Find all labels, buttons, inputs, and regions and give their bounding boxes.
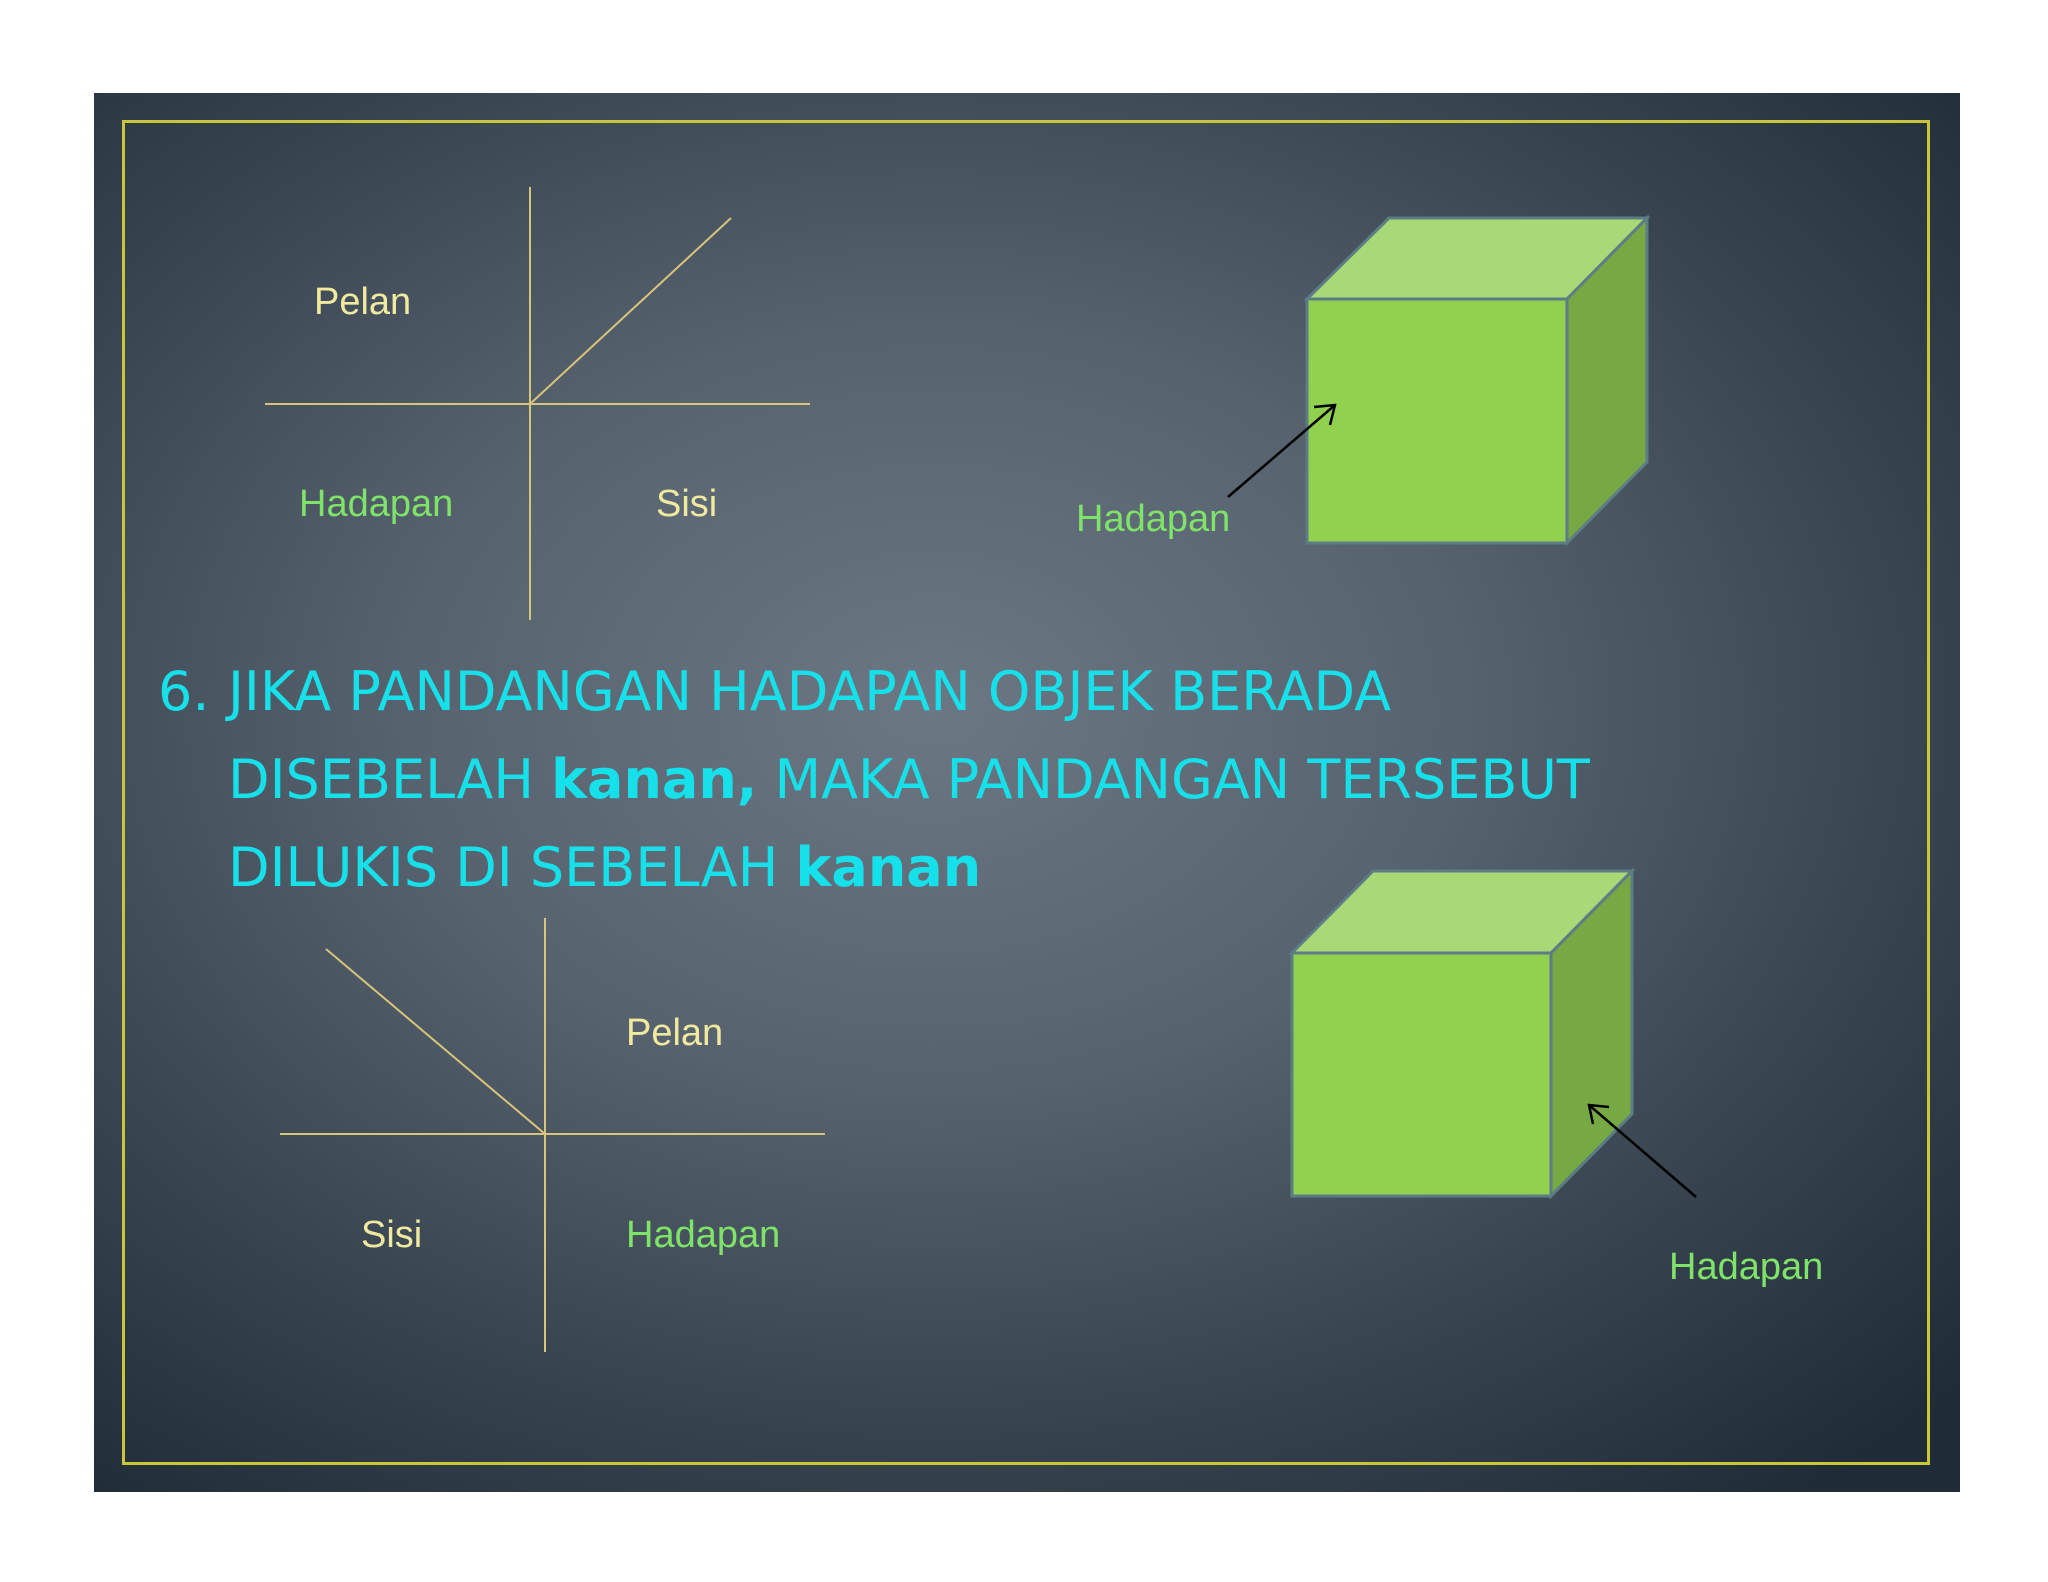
statement-line-2-end: MAKA PANDANGAN TERSEBUT — [757, 748, 1590, 811]
statement-line-2-start: DISEBELAH — [228, 748, 552, 811]
statement-number: 6. — [158, 660, 210, 723]
bottom-cube — [1288, 867, 1636, 1200]
statement-keyword-kanan-1: kanan, — [551, 748, 758, 811]
bottom-diagonal-axis — [325, 948, 546, 1135]
top-cube — [1303, 214, 1651, 547]
statement-keyword-kanan-2: kanan — [795, 836, 982, 899]
bottom-projection-axes — [280, 918, 825, 1352]
statement-line-1-text: JIKA PANDANGAN HADAPAN OBJEK BERADA — [228, 660, 1392, 723]
top-projection-axes — [265, 187, 810, 620]
slide-background — [94, 93, 1960, 1492]
top-plan-label: Pelan — [314, 281, 412, 323]
bottom-plan-label: Pelan — [626, 1012, 724, 1054]
bottom-cube-front-face — [1290, 951, 1553, 1198]
top-side-label: Sisi — [656, 483, 718, 525]
statement-line-3: DILUKIS DI SEBELAH kanan — [158, 824, 1758, 912]
bottom-side-label: Sisi — [361, 1214, 423, 1256]
top-cube-arrow — [1227, 403, 1337, 498]
bottom-front-label: Hadapan — [626, 1214, 781, 1256]
top-front-label: Hadapan — [299, 483, 454, 525]
statement-line-1: 6. JIKA PANDANGAN HADAPAN OBJEK BERADA — [158, 648, 1758, 736]
top-cube-front-face — [1305, 297, 1569, 545]
slide-frame — [122, 120, 1930, 1465]
top-diagonal-axis — [529, 217, 732, 405]
top-cube-front-label: Hadapan — [1076, 498, 1231, 540]
statement-line-2: DISEBELAH kanan, MAKA PANDANGAN TERSEBUT — [158, 736, 1758, 824]
bottom-cube-front-label: Hadapan — [1669, 1246, 1824, 1288]
statement-text: 6. JIKA PANDANGAN HADAPAN OBJEK BERADA DI… — [158, 648, 1758, 912]
statement-line-3-start: DILUKIS DI SEBELAH — [228, 836, 796, 899]
bottom-cube-arrow — [1587, 1103, 1697, 1198]
